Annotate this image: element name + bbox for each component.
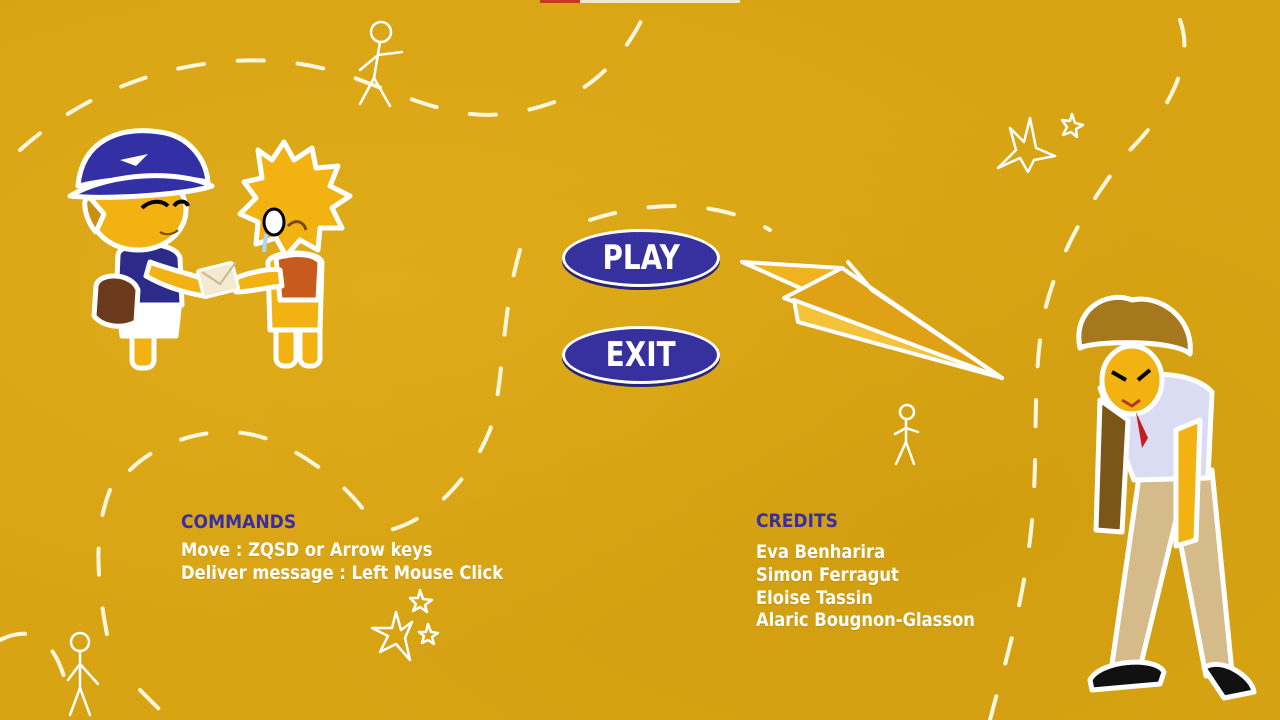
command-move: Move : ZQSD or Arrow keys — [181, 539, 433, 561]
credit-name: Eva Benharira — [756, 541, 886, 563]
exit-button-label: EXIT — [606, 335, 676, 375]
command-deliver: Deliver message : Left Mouse Click — [181, 562, 504, 584]
play-button-label: PLAY — [602, 238, 680, 278]
play-button[interactable]: PLAY — [562, 229, 720, 287]
credits-title: CREDITS — [756, 510, 838, 532]
credit-name: Simon Ferragut — [756, 564, 899, 586]
commands-title: COMMANDS — [181, 511, 297, 533]
top-progress-bar — [540, 0, 740, 3]
credit-name: Alaric Bougnon-Glasson — [756, 609, 975, 631]
credit-name: Eloise Tassin — [756, 587, 873, 609]
exit-button[interactable]: EXIT — [562, 326, 720, 384]
